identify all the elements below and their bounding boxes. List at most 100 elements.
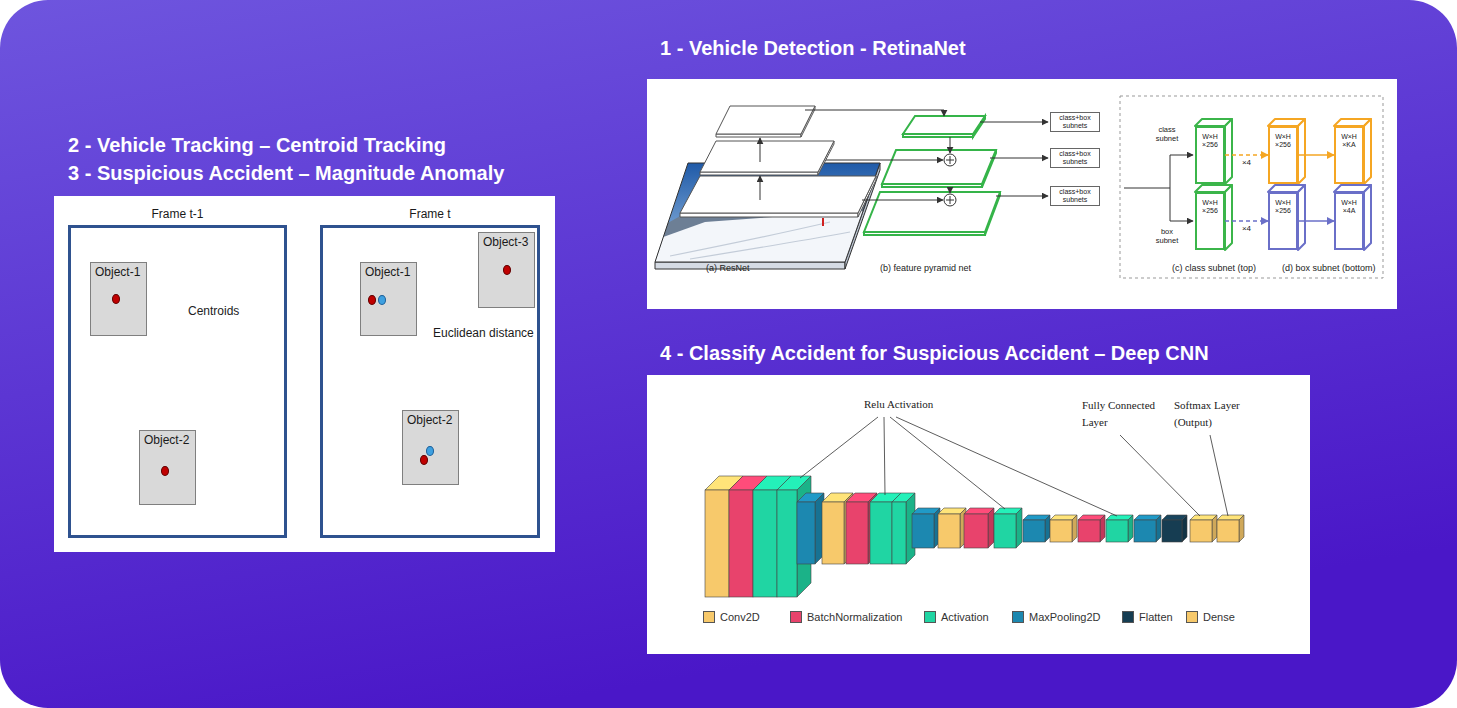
resnet-layer — [716, 106, 815, 134]
node-label: W×H ×KA — [1336, 128, 1362, 150]
connector-label: ×4 — [1241, 224, 1252, 233]
figure-caption: (a) ResNet — [706, 263, 750, 273]
cnn-layer-block — [964, 508, 994, 548]
box-depth-face — [1225, 185, 1232, 250]
node-label: Object-2 — [403, 411, 458, 429]
cnn-layer-block — [1078, 515, 1105, 542]
leader-line — [1120, 435, 1200, 516]
cnn-layer-block — [892, 493, 915, 564]
leader-line — [800, 417, 878, 478]
feature-map-box: W×H ×256 — [1195, 192, 1225, 250]
subnet-input-arrow — [1170, 221, 1193, 222]
legend-label: Activation — [941, 610, 989, 624]
block-front-face — [994, 514, 1016, 548]
block-front-face — [964, 514, 988, 548]
node-label: Object-1 — [361, 263, 416, 281]
box-depth-face — [1364, 185, 1371, 250]
centroid-dot — [426, 446, 434, 456]
block-front-face — [912, 514, 934, 548]
leader-line — [896, 417, 1117, 516]
pyramid-level — [882, 150, 996, 184]
node-label: class+box subnets — [1051, 113, 1099, 131]
legend-label: Dense — [1203, 610, 1235, 624]
legend-label: Conv2D — [720, 610, 760, 624]
callout-label: Fully Connected Layer — [1082, 397, 1172, 431]
block-front-face — [1023, 520, 1045, 542]
legend-swatch — [1186, 611, 1198, 623]
lateral-arrow — [805, 110, 944, 116]
figure-caption: (b) feature pyramid net — [880, 263, 971, 273]
centroid-dot — [161, 466, 169, 476]
block-side-face — [1239, 515, 1244, 542]
block-front-face — [822, 502, 844, 564]
figure-caption: (c) class subnet (top) — [1172, 263, 1256, 273]
section-title: 3 - Suspicious Accident – Magnitude Anom… — [68, 162, 504, 185]
cnn-layer-block — [994, 508, 1022, 548]
subnet-label: class subnet — [1150, 126, 1184, 143]
block-side-face — [1212, 515, 1217, 542]
block-front-face — [870, 502, 892, 564]
legend-swatch — [924, 611, 936, 623]
block-front-face — [777, 490, 797, 597]
node-label: Object-1 — [91, 263, 146, 281]
cnn-layer-block — [938, 508, 966, 548]
feature-map-box: W×H ×256 — [1268, 126, 1298, 184]
connector — [1298, 220, 1334, 222]
pyramid-level — [864, 192, 1000, 232]
resnet-layer — [680, 176, 876, 213]
centroid-dot — [420, 455, 428, 465]
legend-label: Flatten — [1139, 610, 1173, 624]
image-slab-edge — [655, 262, 845, 269]
section-title: 2 - Vehicle Tracking – Centroid Tracking — [68, 134, 446, 157]
ski-track — [670, 222, 830, 256]
upward-arrow — [760, 138, 761, 162]
cnn-layer-block — [1134, 515, 1161, 542]
figure-caption: (d) box subnet (bottom) — [1282, 263, 1376, 273]
connector — [1225, 154, 1268, 156]
object-box: Object-1 — [360, 262, 417, 336]
block-front-face — [892, 502, 906, 564]
node-label: W×H ×256 — [1197, 128, 1223, 150]
block-side-face — [1128, 515, 1133, 542]
node-label: class+box subnets — [1051, 149, 1099, 167]
photo-snow — [655, 210, 880, 262]
block-side-face — [1016, 508, 1022, 548]
leader-line — [884, 417, 885, 495]
box-depth-face — [1225, 119, 1232, 184]
legend-swatch — [790, 611, 802, 623]
legend-swatch — [1012, 611, 1024, 623]
box-depth-face — [1364, 119, 1371, 184]
block-front-face — [1134, 520, 1156, 542]
feature-map-box: W×H ×256 — [1195, 126, 1225, 184]
resnet-layer-edge — [680, 213, 858, 217]
legend-label: BatchNormalization — [807, 610, 902, 624]
callout-label: Relu Activation — [864, 398, 933, 411]
centroid-dot — [112, 294, 120, 304]
node-label: W×H ×4A — [1336, 194, 1362, 216]
top-down-arrow — [950, 137, 951, 153]
output-arrow — [996, 196, 1048, 197]
photo-outline — [655, 163, 880, 262]
connector — [1225, 220, 1268, 222]
resnet-layer — [700, 141, 834, 172]
top-down-arrow — [950, 187, 951, 193]
split-line — [1170, 155, 1171, 221]
connector — [1298, 154, 1334, 156]
object-box: Object-3 — [478, 232, 535, 308]
sum-symbol — [944, 154, 956, 166]
feature-map-box: W×H ×KA — [1334, 126, 1364, 184]
block-side-face — [988, 508, 994, 548]
box-depth-face — [1298, 119, 1305, 184]
block-side-face — [1072, 515, 1077, 542]
cnn-layer-block — [1217, 515, 1244, 542]
centroid-dot — [503, 265, 511, 275]
input-photo — [655, 163, 880, 262]
centroid-dot — [368, 295, 376, 305]
block-front-face — [1162, 520, 1182, 542]
pyramid-level — [903, 116, 985, 134]
block-side-face — [1182, 515, 1187, 542]
connector-label: ×4 — [1241, 158, 1252, 167]
